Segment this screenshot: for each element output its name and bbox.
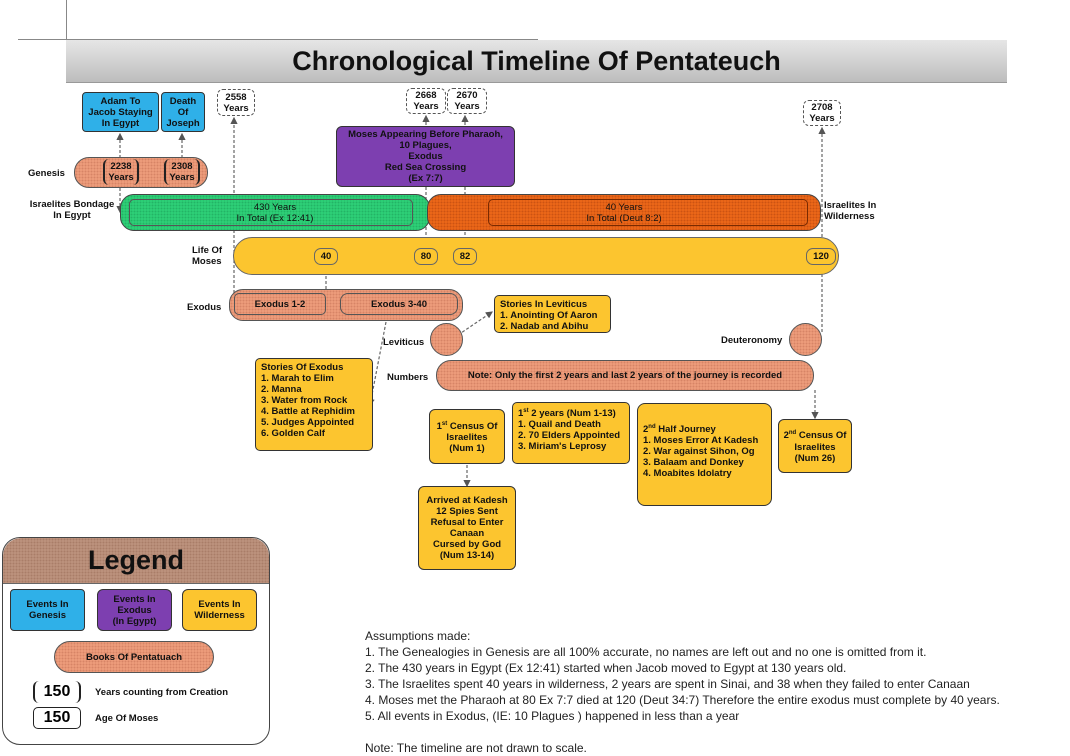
life-of-moses-label: Life Of Moses — [192, 245, 223, 267]
legend-genesis-swatch: Events In Genesis — [10, 589, 85, 631]
exodus-story-item: 3. Water from Rock — [261, 395, 348, 406]
year-2668-marker: 2668 Years — [406, 88, 446, 114]
legend-years-sample: 150 — [33, 681, 81, 703]
assumption-item: 1. The Genealogies in Genesis are all 10… — [365, 645, 927, 659]
second-census-heading: 2nd Census Of — [783, 430, 847, 442]
kadesh-box: Arrived at Kadesh 12 Spies Sent Refusal … — [418, 486, 516, 570]
legend-exodus-swatch: Events In Exodus (In Egypt) — [97, 589, 172, 631]
legend-years-label: Years counting from Creation — [95, 687, 229, 698]
year-2670-marker: 2670 Years — [447, 88, 487, 114]
exodus-label: Exodus — [187, 302, 222, 313]
exodus-stories-box: Stories Of Exodus 1. Marah to Elim 2. Ma… — [255, 358, 373, 451]
first-census-heading: 1st Census Of — [436, 420, 498, 433]
second-half-item: 3. Balaam and Donkey — [643, 457, 744, 469]
year-2708-marker: 2708 Years — [803, 100, 841, 126]
year-2558-marker: 2558 Years — [217, 89, 255, 116]
frame-line-horizontal — [18, 39, 538, 40]
egypt-430-years-bar: 430 Years In Total (Ex 12:41) — [120, 194, 430, 231]
deuteronomy-circle — [789, 323, 822, 356]
arrow-leviticus — [457, 311, 493, 336]
death-of-joseph-box: Death Of Joseph — [161, 92, 205, 132]
genesis-label: Genesis — [28, 168, 65, 179]
leviticus-label: Leviticus — [383, 337, 425, 348]
assumption-item: 5. All events in Exodus, (IE: 10 Plagues… — [365, 709, 740, 723]
exodus-1-2-segment: Exodus 1-2 — [234, 293, 326, 315]
moses-age-120: 120 — [806, 248, 836, 265]
exodus-story-item: 1. Marah to Elim — [261, 373, 334, 384]
leviticus-stories-title: Stories In Leviticus — [500, 299, 588, 310]
assumptions-block: Assumptions made: 1. The Genealogies in … — [365, 628, 1065, 756]
wilderness-bar-inner-outline — [488, 199, 808, 226]
moses-pharaoh-box: Moses Appearing Before Pharaoh, 10 Plagu… — [336, 126, 515, 187]
first-two-years-item: 2. 70 Elders Appointed — [518, 430, 621, 442]
exodus-3-40-segment: Exodus 3-40 — [340, 293, 458, 315]
legend-wilderness-swatch: Events In Wilderness — [182, 589, 257, 631]
year-2238-marker: 2238 Years — [103, 159, 139, 185]
adam-to-jacob-box: Adam To Jacob Staying In Egypt — [82, 92, 159, 132]
moses-age-82: 82 — [453, 248, 477, 265]
first-two-years-box: 1st 2 years (Num 1-13) 1. Quail and Deat… — [512, 402, 630, 464]
numbers-book-bar: Note: Only the first 2 years and last 2 … — [436, 360, 814, 391]
legend-age-label: Age Of Moses — [95, 713, 159, 724]
legend-title: Legend — [87, 545, 184, 575]
assumption-item: 2. The 430 years in Egypt (Ex 12:41) sta… — [365, 661, 847, 675]
numbers-label: Numbers — [387, 372, 429, 383]
moses-age-40: 40 — [314, 248, 338, 265]
leviticus-story-item: 1. Anointing Of Aaron — [500, 310, 598, 321]
year-2308-marker: 2308 Years — [164, 159, 200, 185]
first-two-years-item: 1. Quail and Death — [518, 419, 601, 431]
genesis-bar — [74, 157, 208, 188]
second-half-item: 2. War against Sihon, Og — [643, 446, 755, 458]
exodus-story-item: 5. Judges Appointed — [261, 417, 355, 428]
deuteronomy-label: Deuteronomy — [721, 335, 783, 346]
legend-age-sample: 150 — [33, 707, 81, 729]
egypt-bar-inner-outline — [129, 199, 413, 226]
leviticus-story-item: 2. Nadab and Abihu — [500, 321, 589, 332]
wilderness-bar-text: 40 Years In Total (Deut 8:2) — [586, 201, 662, 224]
second-census-box: 2nd Census Of Israelites (Num 26) — [778, 419, 852, 473]
legend-books-swatch: Books Of Pentatuach — [54, 641, 214, 673]
assumptions-heading: Assumptions made: — [365, 629, 471, 643]
moses-age-80: 80 — [414, 248, 438, 265]
wilderness-label: Israelites In Wilderness — [824, 200, 877, 222]
timeline-scale-note: Note: The timeline are not drawn to scal… — [365, 741, 587, 755]
second-half-item: 4. Moabites Idolatry — [643, 468, 732, 480]
leviticus-stories-box: Stories In Leviticus 1. Anointing Of Aar… — [494, 295, 611, 333]
page-title: Chronological Timeline Of Pentateuch — [292, 45, 781, 76]
second-census-rest: Israelites (Num 26) — [794, 441, 836, 464]
first-two-years-heading: 1st 2 years (Num 1-13) — [518, 408, 616, 420]
assumption-item: 4. Moses met the Pharaoh at 80 Ex 7:7 di… — [365, 693, 1000, 707]
first-census-box: 1st Census Of Israelites (Num 1) — [429, 409, 505, 464]
exodus-stories-title: Stories Of Exodus — [261, 362, 344, 373]
legend-header: Legend — [3, 538, 269, 584]
exodus-story-item: 6. Golden Calf — [261, 428, 325, 439]
second-half-heading: 2nd Half Journey — [643, 424, 716, 436]
assumption-item: 3. The Israelites spent 40 years in wild… — [365, 677, 970, 691]
title-banner: Chronological Timeline Of Pentateuch — [66, 40, 1007, 83]
exodus-story-item: 2. Manna — [261, 384, 302, 395]
exodus-story-item: 4. Battle at Rephidim — [261, 406, 355, 417]
egypt-bar-text: 430 Years In Total (Ex 12:41) — [236, 201, 314, 224]
bondage-label: Israelites Bondage In Egypt — [29, 199, 115, 221]
wilderness-40-years-bar: 40 Years In Total (Deut 8:2) — [427, 194, 821, 231]
first-two-years-item: 3. Miriam's Leprosy — [518, 441, 607, 453]
frame-line-vertical — [66, 0, 67, 40]
second-half-item: 1. Moses Error At Kadesh — [643, 435, 759, 447]
first-census-rest: Israelites (Num 1) — [446, 432, 488, 455]
second-half-journey-box: 2nd Half Journey 1. Moses Error At Kades… — [637, 403, 772, 506]
leviticus-circle — [430, 323, 463, 356]
